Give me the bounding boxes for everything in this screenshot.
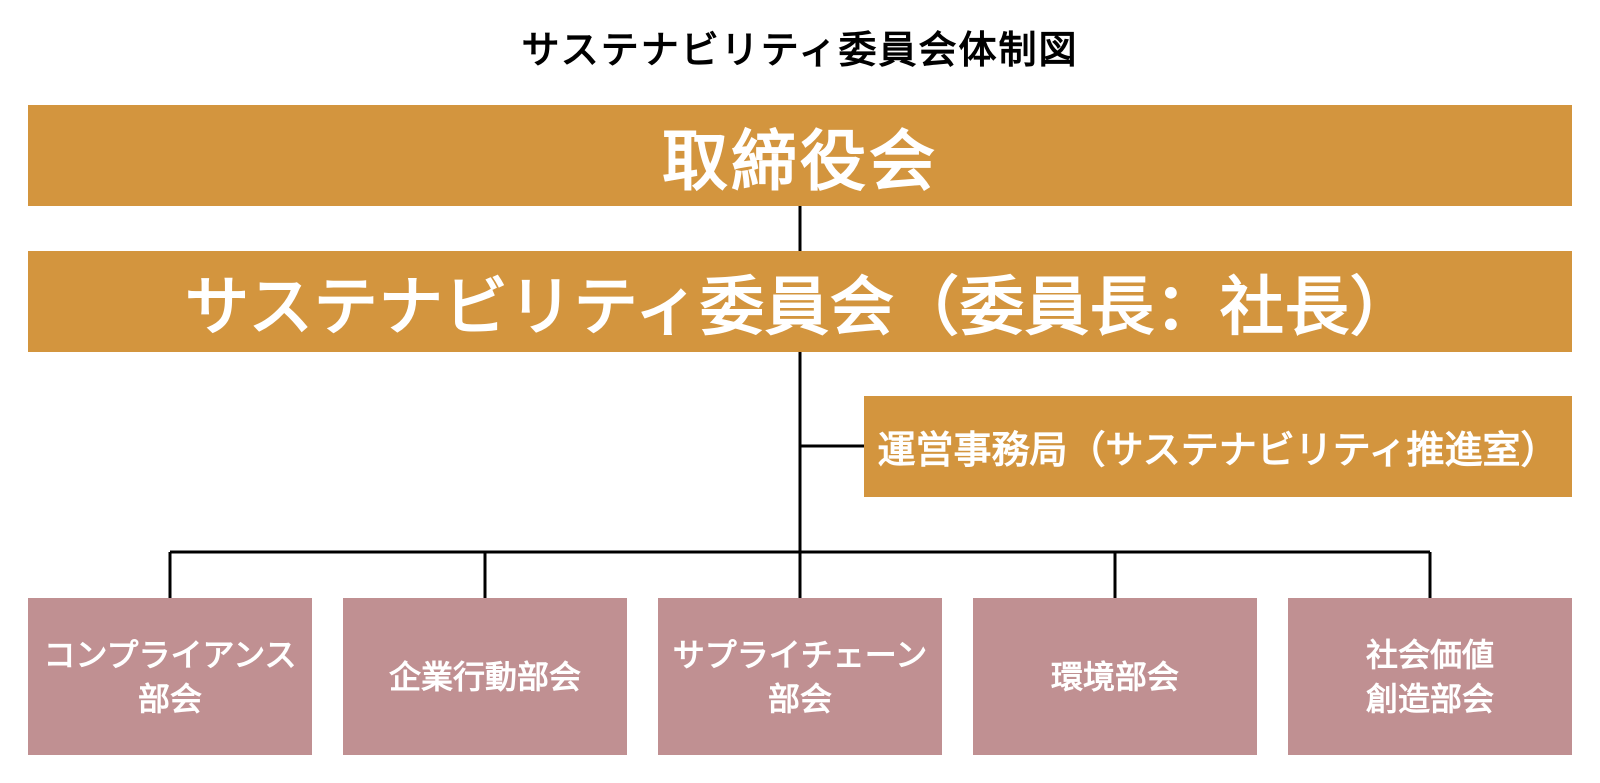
board-of-directors-box: 取締役会 — [28, 105, 1572, 206]
corporate-conduct-subcommittee-box: 企業行動部会 — [343, 598, 627, 755]
secretariat-box: 運営事務局（サステナビリティ推進室） — [864, 396, 1572, 497]
supply-chain-subcommittee-box: サプライチェーン 部会 — [658, 598, 942, 755]
diagram-title: サステナビリティ委員会体制図 — [521, 28, 1079, 72]
sustainability-committee-box: サステナビリティ委員会（委員長：社長） — [28, 251, 1572, 352]
compliance-subcommittee-box: コンプライアンス 部会 — [28, 598, 312, 755]
environment-subcommittee-box: 環境部会 — [973, 598, 1257, 755]
social-value-subcommittee-box: 社会価値 創造部会 — [1288, 598, 1572, 755]
